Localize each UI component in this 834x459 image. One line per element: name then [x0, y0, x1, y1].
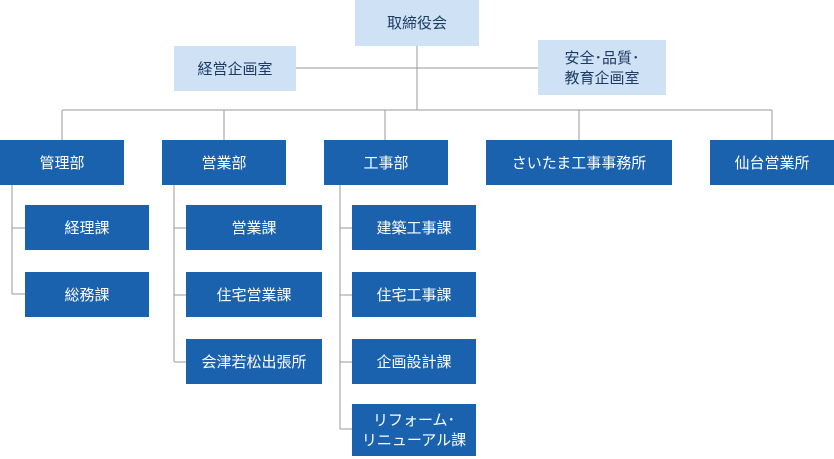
node-kanri-department: 管理部: [0, 140, 124, 185]
node-accounting-section: 経理課: [25, 205, 149, 250]
node-saitama-construction-office: さいたま工事事務所: [486, 140, 672, 185]
node-sales-section: 営業課: [186, 205, 322, 250]
node-general-affairs-section: 総務課: [25, 272, 149, 317]
node-aizuwakamatsu-branch: 会津若松出張所: [186, 339, 322, 384]
node-building-construction-section: 建築工事課: [352, 205, 476, 250]
node-eigyo-department: 営業部: [162, 140, 286, 185]
node-board-of-directors: 取締役会: [355, 0, 479, 46]
node-planning-design-section: 企画設計課: [352, 339, 476, 384]
node-housing-construction-section: 住宅工事課: [352, 272, 476, 317]
node-koji-department: 工事部: [324, 140, 448, 185]
node-corporate-planning-office: 経営企画室: [174, 46, 296, 91]
node-safety-quality-education-office: 安全･品質･ 教育企画室: [538, 40, 666, 95]
node-reform-renewal-section: リフォーム･ リニューアル課: [352, 404, 476, 456]
node-housing-sales-section: 住宅営業課: [186, 272, 322, 317]
node-sendai-sales-office: 仙台営業所: [710, 140, 834, 185]
